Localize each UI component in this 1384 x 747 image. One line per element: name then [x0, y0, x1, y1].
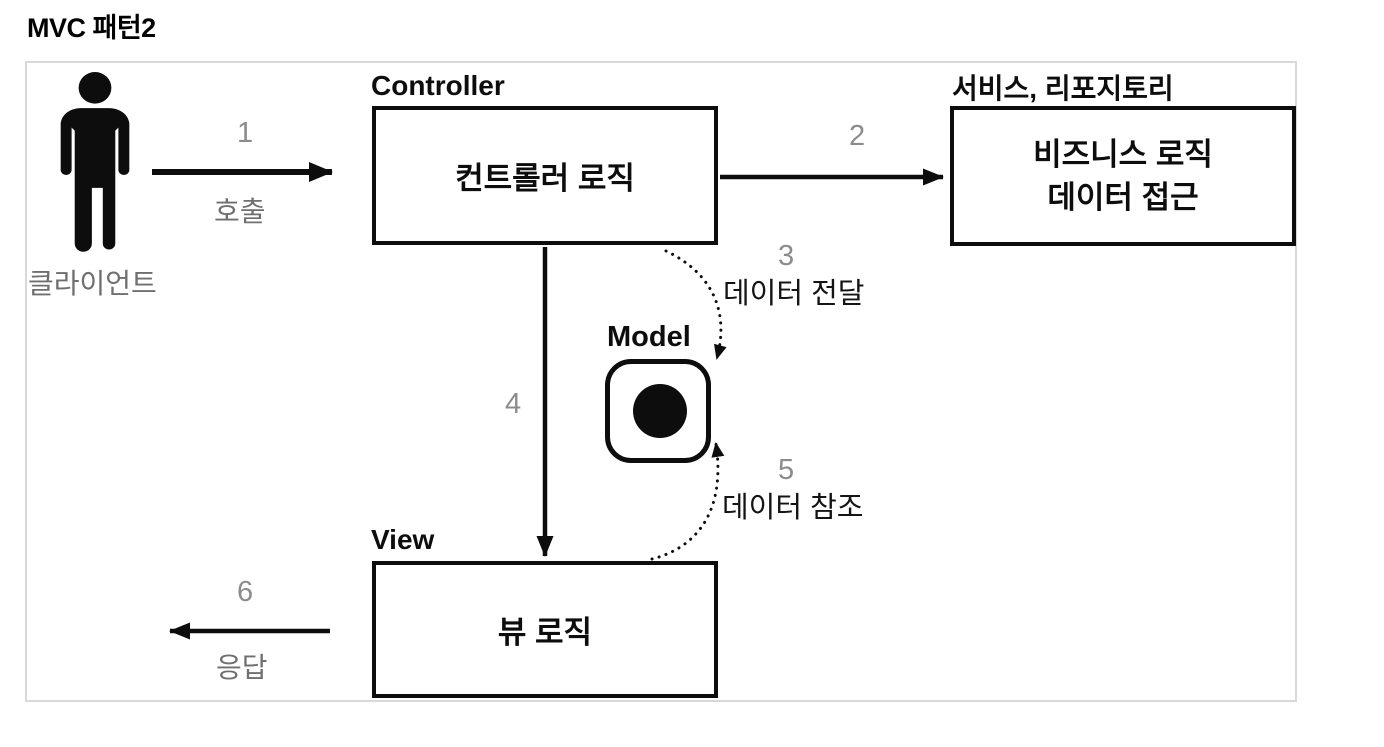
service-box: 비즈니스 로직 데이터 접근 — [950, 106, 1296, 246]
service-title: 서비스, 리포지토리 — [952, 73, 1174, 104]
view-box: 뷰 로직 — [372, 561, 718, 698]
client-label: 클라이언트 — [28, 268, 157, 299]
step-5-number: 5 — [778, 454, 795, 486]
step-5-label: 데이터 참조 — [722, 492, 864, 524]
step-6-number: 6 — [237, 576, 254, 608]
model-box — [605, 359, 711, 463]
view-title: View — [371, 524, 435, 555]
controller-box: 컨트롤러 로직 — [372, 106, 718, 245]
step-2-number: 2 — [849, 120, 866, 152]
step-3-number: 3 — [778, 240, 795, 272]
controller-title: Controller — [371, 70, 505, 101]
step-4-number: 4 — [505, 388, 522, 420]
model-dot-icon — [633, 384, 687, 438]
view-box-label: 뷰 로직 — [497, 615, 593, 650]
controller-box-label: 컨트롤러 로직 — [455, 161, 635, 196]
model-title: Model — [607, 321, 691, 353]
step-6-label: 응답 — [216, 652, 268, 683]
step-1-number: 1 — [237, 117, 254, 149]
step-1-label: 호출 — [214, 196, 266, 227]
service-box-line1: 비즈니스 로직 — [1033, 137, 1213, 172]
page-title: MVC 패턴2 — [27, 13, 156, 43]
person-icon — [60, 72, 130, 252]
service-box-line2: 데이터 접근 — [1047, 180, 1199, 215]
step-3-label: 데이터 전달 — [723, 278, 865, 310]
